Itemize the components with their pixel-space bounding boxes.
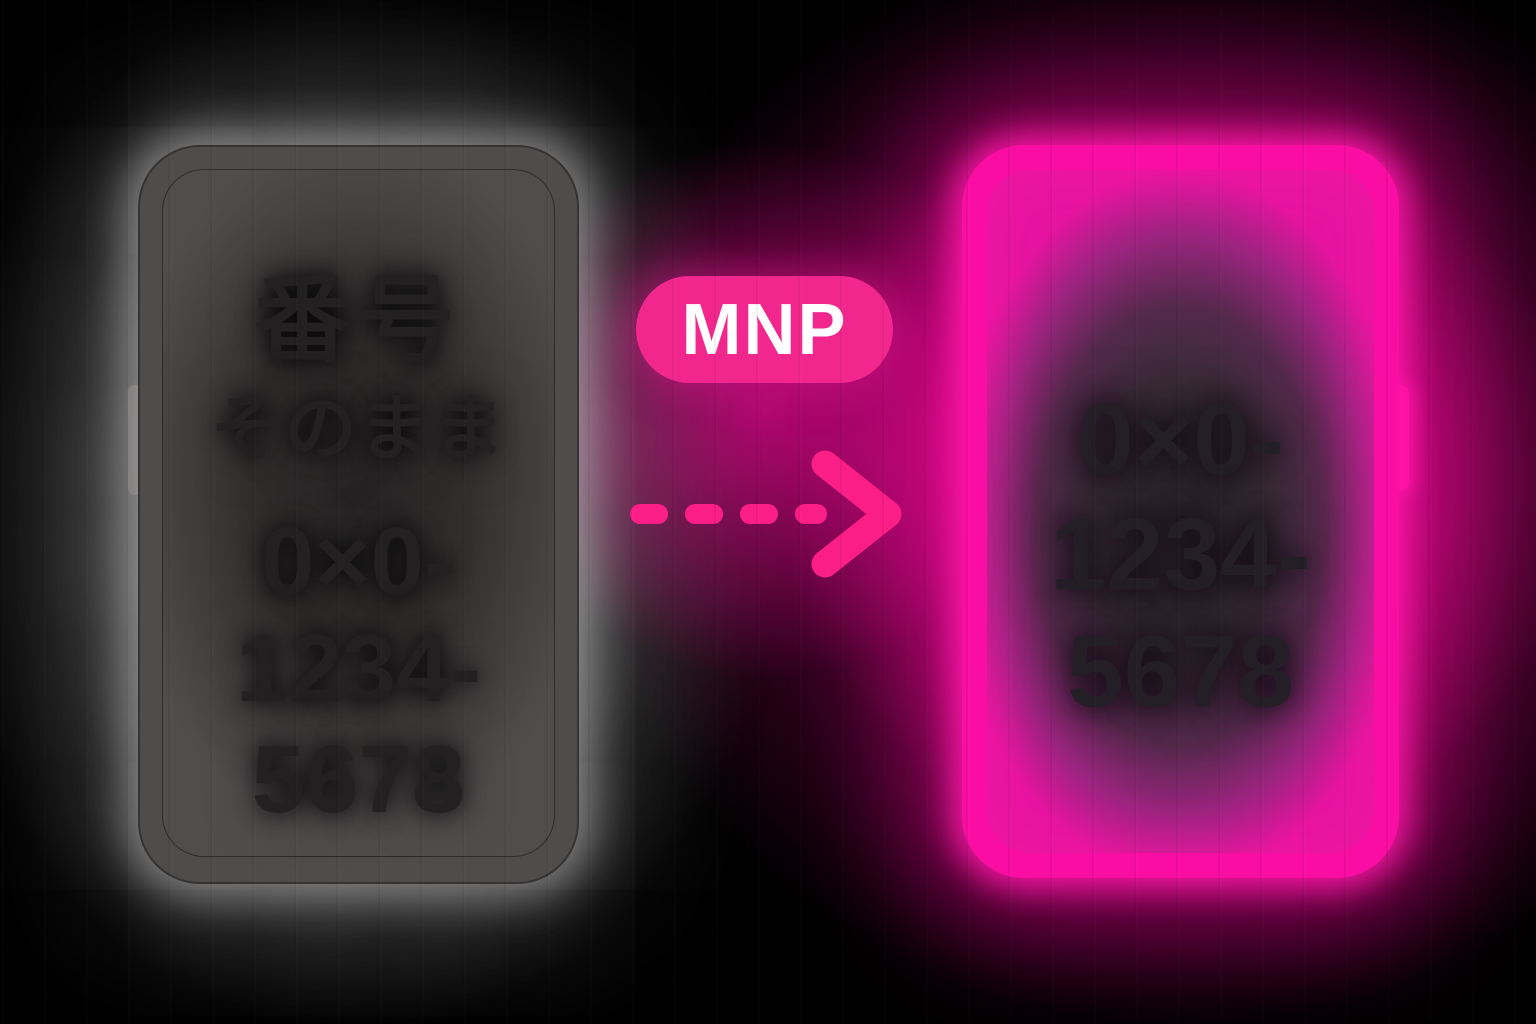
new-phone-number-line-1: 0×0- — [1077, 382, 1284, 497]
keyword-line-1: 番号 — [254, 267, 463, 375]
arrow-dash — [740, 504, 778, 524]
mnp-badge: MNP — [636, 276, 893, 383]
new-phone-number-line-2: 1234- — [1050, 497, 1311, 612]
mnp-badge-label: MNP — [681, 289, 848, 370]
arrow-head-icon — [811, 450, 902, 578]
arrow-dash — [685, 504, 723, 524]
old-phone-screen: 番号 そのまま 0×0- 1234- 5678 — [162, 169, 555, 857]
old-phone-number-line-2: 1234- — [235, 615, 482, 722]
new-phone-number-line-3: 5678 — [1067, 614, 1294, 729]
old-phone: 番号 そのまま 0×0- 1234- 5678 — [138, 145, 579, 884]
arrow-dash — [630, 504, 668, 524]
old-phone-number-line-3: 5678 — [251, 726, 466, 833]
dashed-arrow-icon — [630, 450, 902, 578]
arrow-dash — [795, 504, 827, 524]
old-phone-number-line-1: 0×0- — [261, 508, 456, 615]
keyword-line-2: そのまま — [210, 389, 507, 470]
new-phone-screen: 0×0- 1234- 5678 — [987, 170, 1374, 853]
new-phone: 0×0- 1234- 5678 — [962, 145, 1399, 878]
